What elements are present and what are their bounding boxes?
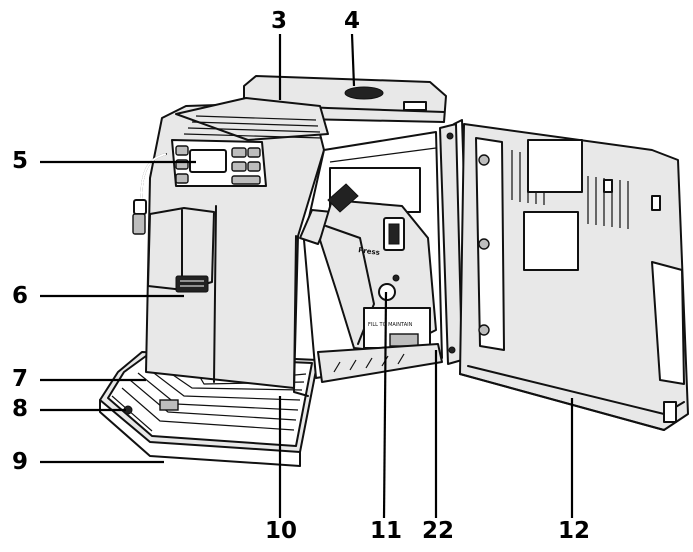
grounds-drawer xyxy=(317,343,443,383)
callout-12: 12 xyxy=(558,518,591,544)
callout-9: 9 xyxy=(12,449,29,475)
callout-22: 22 xyxy=(422,518,455,544)
callout-3: 3 xyxy=(271,8,288,34)
brew-group xyxy=(319,183,437,353)
leader-11 xyxy=(382,291,388,519)
callout-5: 5 xyxy=(12,148,29,174)
door-hinge xyxy=(439,119,471,375)
leader-lines xyxy=(40,33,574,519)
callout-8: 8 xyxy=(12,396,29,422)
service-door xyxy=(459,123,689,431)
control-panel xyxy=(171,139,267,187)
hopper-knob xyxy=(344,86,384,100)
callout-4: 4 xyxy=(344,8,361,34)
fill-maintain-tag: FILL TO MAINTAIN xyxy=(368,322,413,328)
dispensing-spout xyxy=(147,207,215,293)
callout-10: 10 xyxy=(265,518,298,544)
callout-6: 6 xyxy=(12,283,29,309)
leader-4 xyxy=(350,33,356,87)
steam-wand xyxy=(132,153,167,235)
callout-11: 11 xyxy=(370,518,403,544)
cup-warmer xyxy=(175,97,329,141)
callout-7: 7 xyxy=(12,366,29,392)
press-tag: Press xyxy=(358,246,381,257)
